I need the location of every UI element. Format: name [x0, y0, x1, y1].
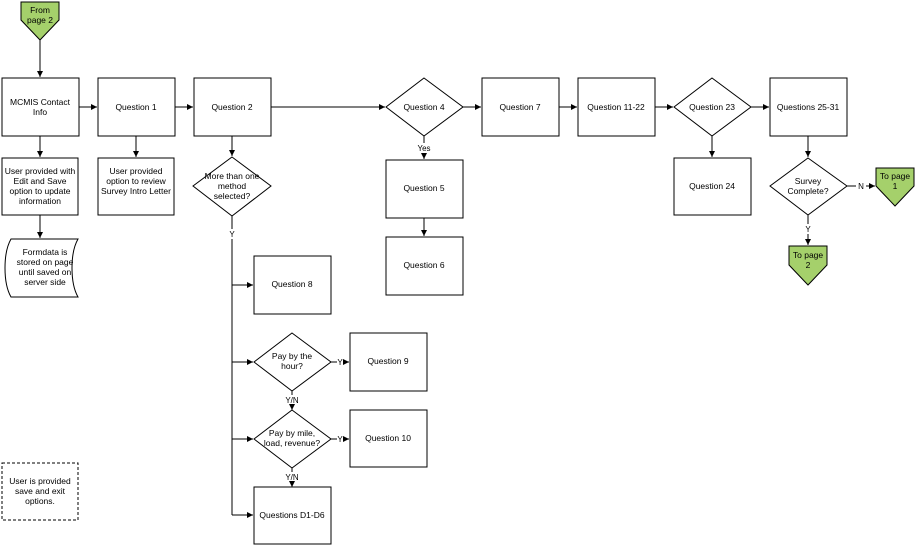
question-5-box [385, 159, 464, 219]
pay-mile-label: Pay by mile,load, revenue? [264, 428, 321, 448]
question-4-decision [385, 77, 464, 137]
formdata-storage [4, 238, 79, 298]
user-edit-box [1, 157, 79, 216]
review-intro-box [97, 157, 175, 216]
more-method-decision [192, 156, 272, 217]
question-2-box [193, 77, 272, 137]
question-5-label: Question 5 [403, 183, 444, 193]
more-method-y-label: Y [229, 230, 235, 239]
question-8-box [253, 255, 332, 315]
questions-d1-d6-box [253, 486, 332, 545]
question-8-label: Question 8 [271, 279, 312, 289]
question-7-label: Question 7 [499, 102, 540, 112]
questions-d1-d6-label: Questions D1-D6 [259, 510, 324, 520]
question-23-label: Question 23 [689, 102, 735, 112]
edges [37, 40, 875, 518]
edge-labels: Yes Y Y Y/N Y Y/N N Y [229, 144, 864, 482]
question-11-22-label: Question 11-22 [587, 102, 645, 112]
question-23-decision [673, 77, 752, 137]
question-24-box [673, 157, 752, 216]
question-1-label: Question 1 [115, 102, 156, 112]
question-7-box [481, 77, 560, 137]
question-10-label: Question 10 [365, 433, 411, 443]
pay-hour-yn-label: Y/N [285, 396, 299, 405]
question-10-box [349, 409, 428, 468]
save-exit-note [1, 462, 79, 521]
pay-hour-y-label: Y [337, 358, 343, 367]
pay-mile-decision [253, 409, 332, 469]
to-page1-connector [875, 167, 915, 207]
question-1-box [97, 77, 176, 137]
questions-25-31-box [769, 77, 848, 137]
pay-mile-yn-label: Y/N [285, 473, 299, 482]
mcmis-contact-box [1, 77, 80, 137]
question-4-label: Question 4 [403, 102, 444, 112]
question-24-label: Question 24 [689, 181, 735, 191]
from-page2-connector [20, 1, 60, 41]
survey-complete-y-label: Y [805, 225, 811, 234]
survey-complete-n-label: N [858, 182, 864, 191]
pay-hour-decision [253, 332, 332, 392]
pay-mile-y-label: Y [337, 435, 343, 444]
question-6-label: Question 6 [403, 260, 444, 270]
question-9-box [349, 332, 428, 392]
to-page2-connector [788, 245, 828, 286]
question-11-22-box [577, 77, 656, 137]
survey-complete-decision [769, 157, 848, 216]
q4-yes-label: Yes [417, 144, 430, 153]
question-6-box [385, 236, 464, 296]
questions-25-31-label: Questions 25-31 [777, 102, 840, 112]
question-2-label: Question 2 [211, 102, 252, 112]
question-9-label: Question 9 [367, 356, 408, 366]
